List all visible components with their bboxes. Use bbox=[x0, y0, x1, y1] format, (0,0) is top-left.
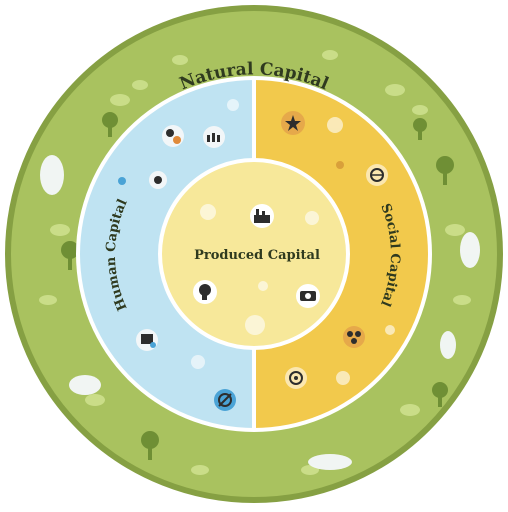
network-icon bbox=[343, 326, 365, 348]
idea-head-icon bbox=[193, 280, 217, 304]
star-award-icon bbox=[281, 111, 305, 135]
globe-icon bbox=[366, 164, 388, 186]
no-discrimination-icon bbox=[214, 389, 236, 411]
gear-people-icon bbox=[162, 125, 184, 147]
foliage-decoration bbox=[39, 50, 471, 475]
wellbeing-icon bbox=[149, 171, 167, 189]
bubble-decoration bbox=[191, 99, 395, 385]
factory-icon bbox=[250, 204, 274, 228]
accent-dot bbox=[118, 177, 126, 185]
accent-dot-2 bbox=[336, 161, 344, 169]
handshake-icon bbox=[285, 367, 307, 389]
cloud-decoration bbox=[40, 155, 480, 470]
money-icon bbox=[296, 284, 320, 308]
tree-decoration bbox=[61, 112, 454, 460]
community-icon bbox=[203, 126, 225, 148]
produced-capital-label: Produced Capital bbox=[194, 248, 320, 263]
learning-icon bbox=[136, 329, 158, 351]
